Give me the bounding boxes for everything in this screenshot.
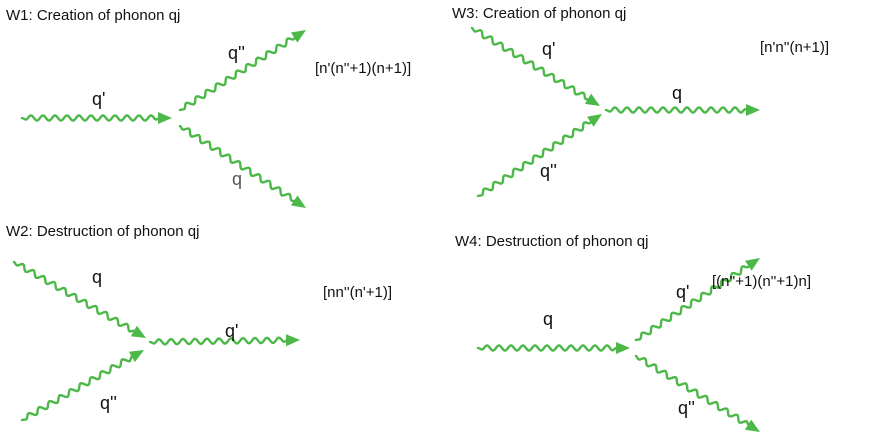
arrowhead-w3-lower-in: [587, 114, 602, 127]
phonon-line-w2-upper-in: [12, 260, 137, 333]
panel-w3-title: W3: Creation of phonon qj: [452, 5, 627, 22]
phonon-line-w3-lower-in: [476, 119, 593, 198]
arrowhead-w3-upper-in: [584, 93, 600, 106]
panel-w4-label-incoming: q: [543, 309, 554, 329]
panel-w1-factor: [n'(n''+1)(n+1)]: [315, 60, 412, 77]
phonon-line-w1-lower-out: [178, 124, 297, 203]
arrowhead-w1-lower-out: [290, 195, 306, 208]
panel-w4-title: W4: Destruction of phonon qj: [455, 233, 649, 250]
phonon-line-w3-outgoing: [604, 106, 750, 114]
phonon-line-w4-upper-out: [634, 263, 751, 342]
panel-w4-label-lower: q'': [678, 398, 695, 418]
panel-w1-label-incoming: q': [92, 89, 106, 109]
arrowhead-w2-outgoing: [285, 334, 300, 347]
panel-w2-factor: [nn''(n'+1)]: [323, 284, 393, 301]
arrowhead-w2-lower-in: [128, 350, 144, 363]
panel-w2-label-outgoing: q': [225, 321, 239, 341]
panel-w2-title: W2: Destruction of phonon qj: [6, 223, 200, 240]
panel-w4-factor: [(n''+1)(n''+1)n]: [712, 273, 812, 290]
panel-w1-label-upper: q'': [228, 43, 245, 63]
arrowhead-w4-upper-out: [745, 258, 760, 271]
panel-w2-label-lower-in: q'': [100, 393, 117, 413]
phonon-line-w2-lower-in: [20, 354, 135, 422]
panel-w3-factor: [n'n''(n+1)]: [760, 39, 830, 56]
phonon-line-w1-incoming: [20, 114, 162, 122]
arrowhead-w1-incoming: [158, 112, 172, 124]
panel-w3-label-outgoing: q: [672, 83, 683, 103]
phonon-lines: [12, 26, 760, 432]
phonon-line-w3-upper-in: [470, 26, 591, 101]
arrowhead-w3-outgoing: [746, 104, 760, 116]
phonon-line-w4-incoming: [476, 344, 620, 352]
panel-w3-label-upper-in: q': [542, 39, 556, 59]
panel-w1-label-lower: q: [232, 169, 243, 189]
arrowhead-w1-upper-out: [290, 30, 306, 43]
arrowhead-w2-upper-in: [130, 325, 146, 338]
panel-w4-label-upper: q': [676, 282, 690, 302]
panel-w2-label-upper-in: q: [92, 267, 103, 287]
phonon-line-w2-outgoing: [148, 336, 290, 346]
arrowhead-w4-incoming: [616, 342, 630, 354]
phonon-line-w1-upper-out: [178, 35, 297, 112]
panel-w1-title: W1: Creation of phonon qj: [6, 7, 181, 24]
panel-w3-label-lower-in: q'': [540, 161, 557, 181]
phonon-line-w4-lower-out: [634, 354, 751, 427]
arrowhead-w4-lower-out: [744, 419, 760, 432]
